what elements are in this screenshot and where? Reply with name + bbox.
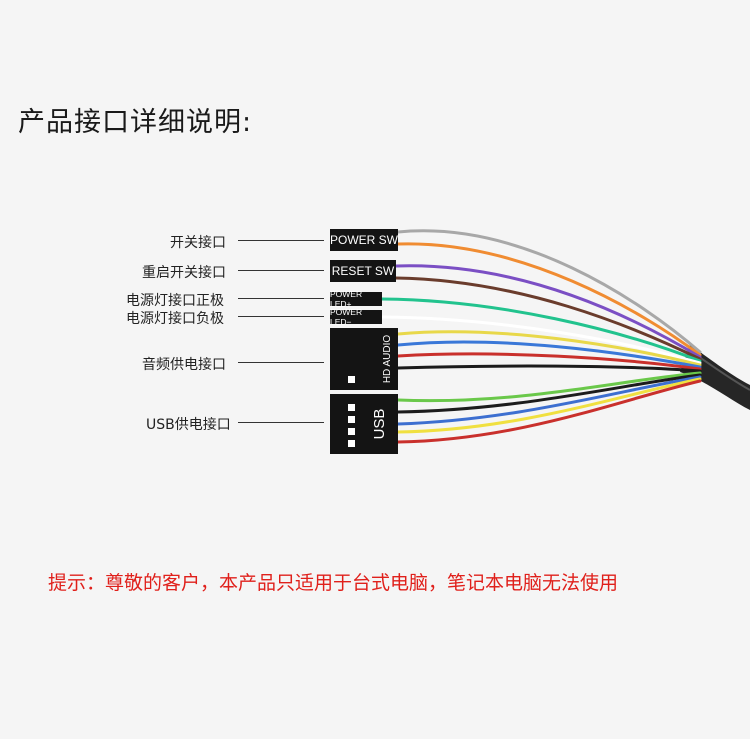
connector-usb-pin-4 xyxy=(348,440,355,447)
wire-black-usb xyxy=(396,373,702,414)
connector-reset-sw-label: RESET SW xyxy=(331,264,395,278)
connector-usb: USB xyxy=(330,394,398,454)
connector-usb-pin-3 xyxy=(348,428,355,435)
leader-usb xyxy=(238,422,324,423)
label-usb: USB供电接口 xyxy=(146,417,231,433)
connector-power-led-positive: POWER LED+ xyxy=(330,289,382,309)
wire-black-a xyxy=(396,364,702,373)
connector-hd-audio: HD AUDIO xyxy=(330,328,398,390)
leader-power-led-negative xyxy=(238,316,324,317)
label-reset-sw: 重启开关接口 xyxy=(142,265,226,281)
connector-usb-pin-1 xyxy=(348,404,355,411)
wire-purple xyxy=(394,264,702,359)
wire-white xyxy=(380,315,702,365)
notice-text: 提示：尊敬的客户，本产品只适用于台式电脑，笔记本电脑无法使用 xyxy=(48,572,619,594)
leader-reset-sw xyxy=(238,270,324,271)
label-power-led-negative: 电源灯接口负极 xyxy=(126,311,224,327)
connector-power-sw-label: POWER SW xyxy=(330,233,398,247)
wire-yellow xyxy=(396,330,702,367)
label-power-sw: 开关接口 xyxy=(170,235,226,251)
connector-usb-pin-2 xyxy=(348,416,355,423)
wire-yellow-usb xyxy=(396,377,702,434)
connector-reset-sw: RESET SW xyxy=(330,260,396,282)
connector-power-led-negative-label: POWER LED− xyxy=(330,307,363,327)
connector-power-led-positive-label: POWER LED+ xyxy=(330,289,363,309)
page-title: 产品接口详细说明: xyxy=(18,107,253,138)
wire-red-a xyxy=(396,352,702,371)
connector-power-led-negative: POWER LED− xyxy=(330,307,382,327)
leader-hd-audio xyxy=(238,362,324,363)
connector-hd-audio-pin-marker xyxy=(348,376,355,383)
wire-blue-usb xyxy=(396,375,702,426)
connector-hd-audio-label: HD AUDIO xyxy=(382,334,393,384)
connector-power-sw: POWER SW xyxy=(330,229,398,251)
wire-orange xyxy=(396,242,702,357)
connector-usb-label: USB xyxy=(371,408,388,440)
wire-green xyxy=(380,297,702,363)
wire-brown xyxy=(394,276,702,361)
wire-gray xyxy=(396,229,702,354)
label-hd-audio: 音频供电接口 xyxy=(142,357,226,373)
wire-green-usb xyxy=(396,371,702,403)
label-power-led-positive: 电源灯接口正极 xyxy=(126,293,224,309)
leader-power-led-positive xyxy=(238,298,324,299)
wire-red-usb xyxy=(396,379,702,444)
wire-blue xyxy=(396,340,702,369)
leader-power-sw xyxy=(238,240,324,241)
